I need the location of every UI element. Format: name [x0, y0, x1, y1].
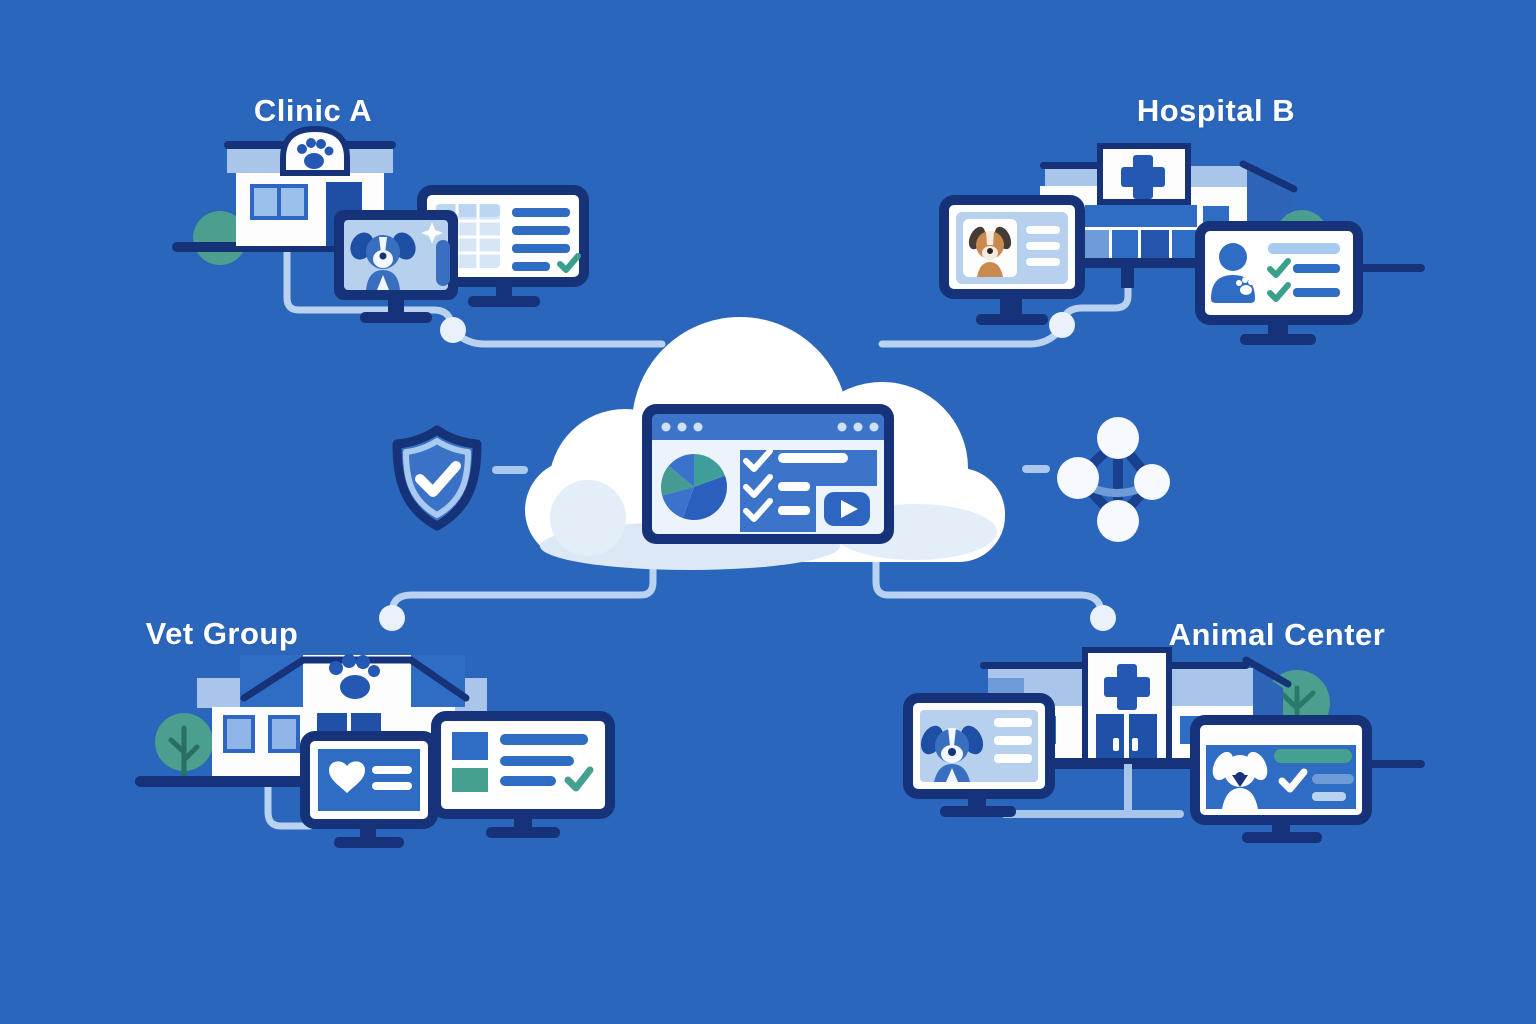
- check-icon: [1267, 282, 1291, 302]
- green-tree-icon: [155, 713, 213, 783]
- connector-dash: [1022, 465, 1050, 473]
- line-hospital-b-to-cloud: [1060, 280, 1132, 322]
- pie-chart-icon: [660, 454, 727, 520]
- line-node-a-to-cloud: [452, 329, 666, 348]
- heart-record-monitor-icon: [300, 731, 438, 848]
- medical-cross-icon: [1104, 664, 1150, 710]
- paw-icon: [297, 138, 334, 169]
- line-cloud-to-animal-center: [872, 552, 1104, 610]
- connection-nodes: [379, 312, 1116, 631]
- node-clinic-a: [440, 317, 466, 343]
- node-animal-center: [1090, 605, 1116, 631]
- video-play-button-icon: [824, 492, 870, 526]
- site-label-animal-center: Animal Center: [1168, 617, 1386, 652]
- sparkle-icon: [421, 222, 443, 244]
- node-vet-group: [379, 605, 405, 631]
- connector-dash: [492, 466, 528, 474]
- line-vet-group-stub: [264, 783, 314, 830]
- dog-id-card-monitor-icon: [939, 195, 1085, 325]
- paw-icon: [1236, 277, 1254, 295]
- line-clinic-a-to-cloud: [283, 248, 455, 326]
- check-icon: [415, 461, 461, 497]
- site-vet-group: [135, 654, 615, 848]
- patient-checklist-monitor-icon: [1195, 221, 1363, 345]
- checklist-icon: [740, 448, 877, 532]
- paw-icon: [329, 654, 380, 699]
- dog-id-card-monitor-icon: [903, 693, 1055, 817]
- door: [1129, 714, 1157, 762]
- door: [1096, 714, 1124, 762]
- white-dog-icon: [1212, 751, 1268, 809]
- site-clinic-a: [172, 125, 589, 323]
- medical-cross-icon: [1121, 155, 1165, 199]
- site-label-clinic-a: Clinic A: [253, 93, 373, 128]
- node-hospital-b: [1049, 312, 1075, 338]
- site-label-hospital-b: Hospital B: [1136, 93, 1296, 128]
- window: [223, 715, 255, 753]
- check-icon: [564, 766, 594, 792]
- site-hospital-b: [939, 143, 1425, 345]
- dog-checklist-monitor-icon: [1190, 715, 1372, 843]
- platform-right: [1353, 264, 1425, 272]
- dog-icon: [920, 725, 984, 782]
- clinic-building-icon: [224, 125, 396, 246]
- dog-photo-monitor-icon: [334, 210, 458, 323]
- network-nodes-icon: [1022, 417, 1170, 542]
- brown-dog-icon: [968, 226, 1012, 277]
- platform-right: [1360, 760, 1425, 768]
- line-cloud-to-vet-group: [389, 548, 657, 610]
- records-monitor-icon: [431, 711, 615, 838]
- person-paw-avatar-icon: [1211, 243, 1255, 303]
- check-icon: [1267, 258, 1291, 278]
- heart-icon: [329, 761, 365, 793]
- shield-check-icon: [392, 425, 528, 531]
- dog-icon: [350, 232, 416, 290]
- dashboard-window-icon: [642, 404, 894, 544]
- line-node-b-to-cloud: [878, 326, 1064, 348]
- check-icon: [557, 253, 581, 273]
- site-label-vet-group: Vet Group: [145, 616, 299, 651]
- window: [268, 715, 300, 753]
- check-icon: [1278, 768, 1308, 793]
- window-dots-icon: [661, 422, 879, 432]
- site-animal-center: [903, 647, 1425, 843]
